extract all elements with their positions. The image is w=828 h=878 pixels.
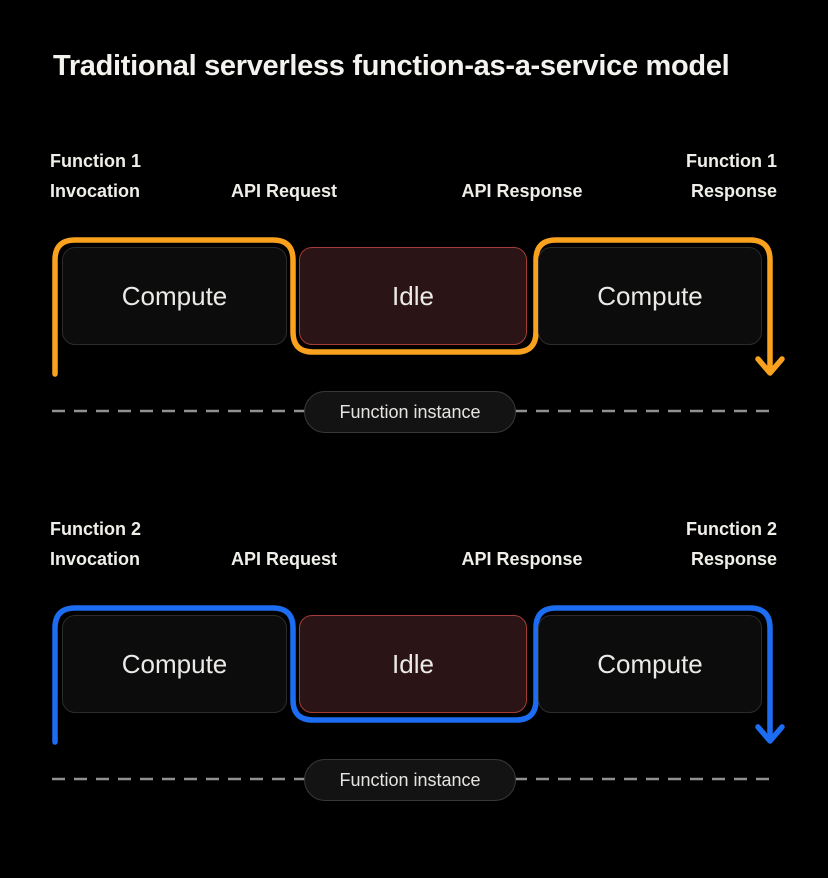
invocation-label-line2: Invocation bbox=[50, 181, 141, 201]
invocation-label-line1: Function 2 bbox=[50, 519, 141, 539]
compute-box: Compute bbox=[538, 247, 762, 345]
compute-box-label: Compute bbox=[597, 280, 703, 311]
function-1-timeline: Function 1 Invocation API Request API Re… bbox=[0, 146, 828, 438]
response-label: Function 2 Response bbox=[686, 514, 777, 574]
compute-box: Compute bbox=[62, 615, 287, 713]
request-response-path bbox=[52, 237, 773, 377]
idle-box-label: Idle bbox=[392, 280, 434, 311]
api-response-label: API Response bbox=[461, 549, 583, 569]
arrowhead-down-icon bbox=[755, 356, 785, 376]
api-request-label: API Request bbox=[230, 181, 338, 201]
response-label-line1: Function 1 bbox=[686, 151, 777, 171]
compute-box: Compute bbox=[538, 615, 762, 713]
invocation-label-line1: Function 1 bbox=[50, 151, 141, 171]
idle-box: Idle bbox=[299, 615, 527, 713]
page-title: Traditional serverless function-as-a-ser… bbox=[53, 50, 730, 82]
response-label-line1: Function 2 bbox=[686, 519, 777, 539]
function-instance-pill: Function instance bbox=[304, 391, 516, 433]
idle-box: Idle bbox=[299, 247, 527, 345]
invocation-label: Function 1 Invocation bbox=[50, 146, 141, 206]
arrowhead-down-icon bbox=[755, 724, 785, 744]
function-2-timeline: Function 2 Invocation API Request API Re… bbox=[0, 514, 828, 806]
invocation-label: Function 2 Invocation bbox=[50, 514, 141, 574]
response-label: Function 1 Response bbox=[686, 146, 777, 206]
compute-box: Compute bbox=[62, 247, 287, 345]
response-label-line2: Response bbox=[690, 549, 777, 569]
api-response-label: API Response bbox=[461, 181, 583, 201]
compute-box-label: Compute bbox=[121, 648, 228, 679]
idle-box-label: Idle bbox=[392, 648, 434, 679]
response-label-line2: Response bbox=[690, 181, 777, 201]
request-response-path bbox=[52, 605, 773, 745]
function-instance-pill: Function instance bbox=[304, 759, 516, 801]
invocation-label-line2: Invocation bbox=[50, 549, 141, 569]
compute-box-label: Compute bbox=[121, 280, 228, 311]
api-request-label: API Request bbox=[230, 549, 338, 569]
compute-box-label: Compute bbox=[597, 648, 703, 679]
